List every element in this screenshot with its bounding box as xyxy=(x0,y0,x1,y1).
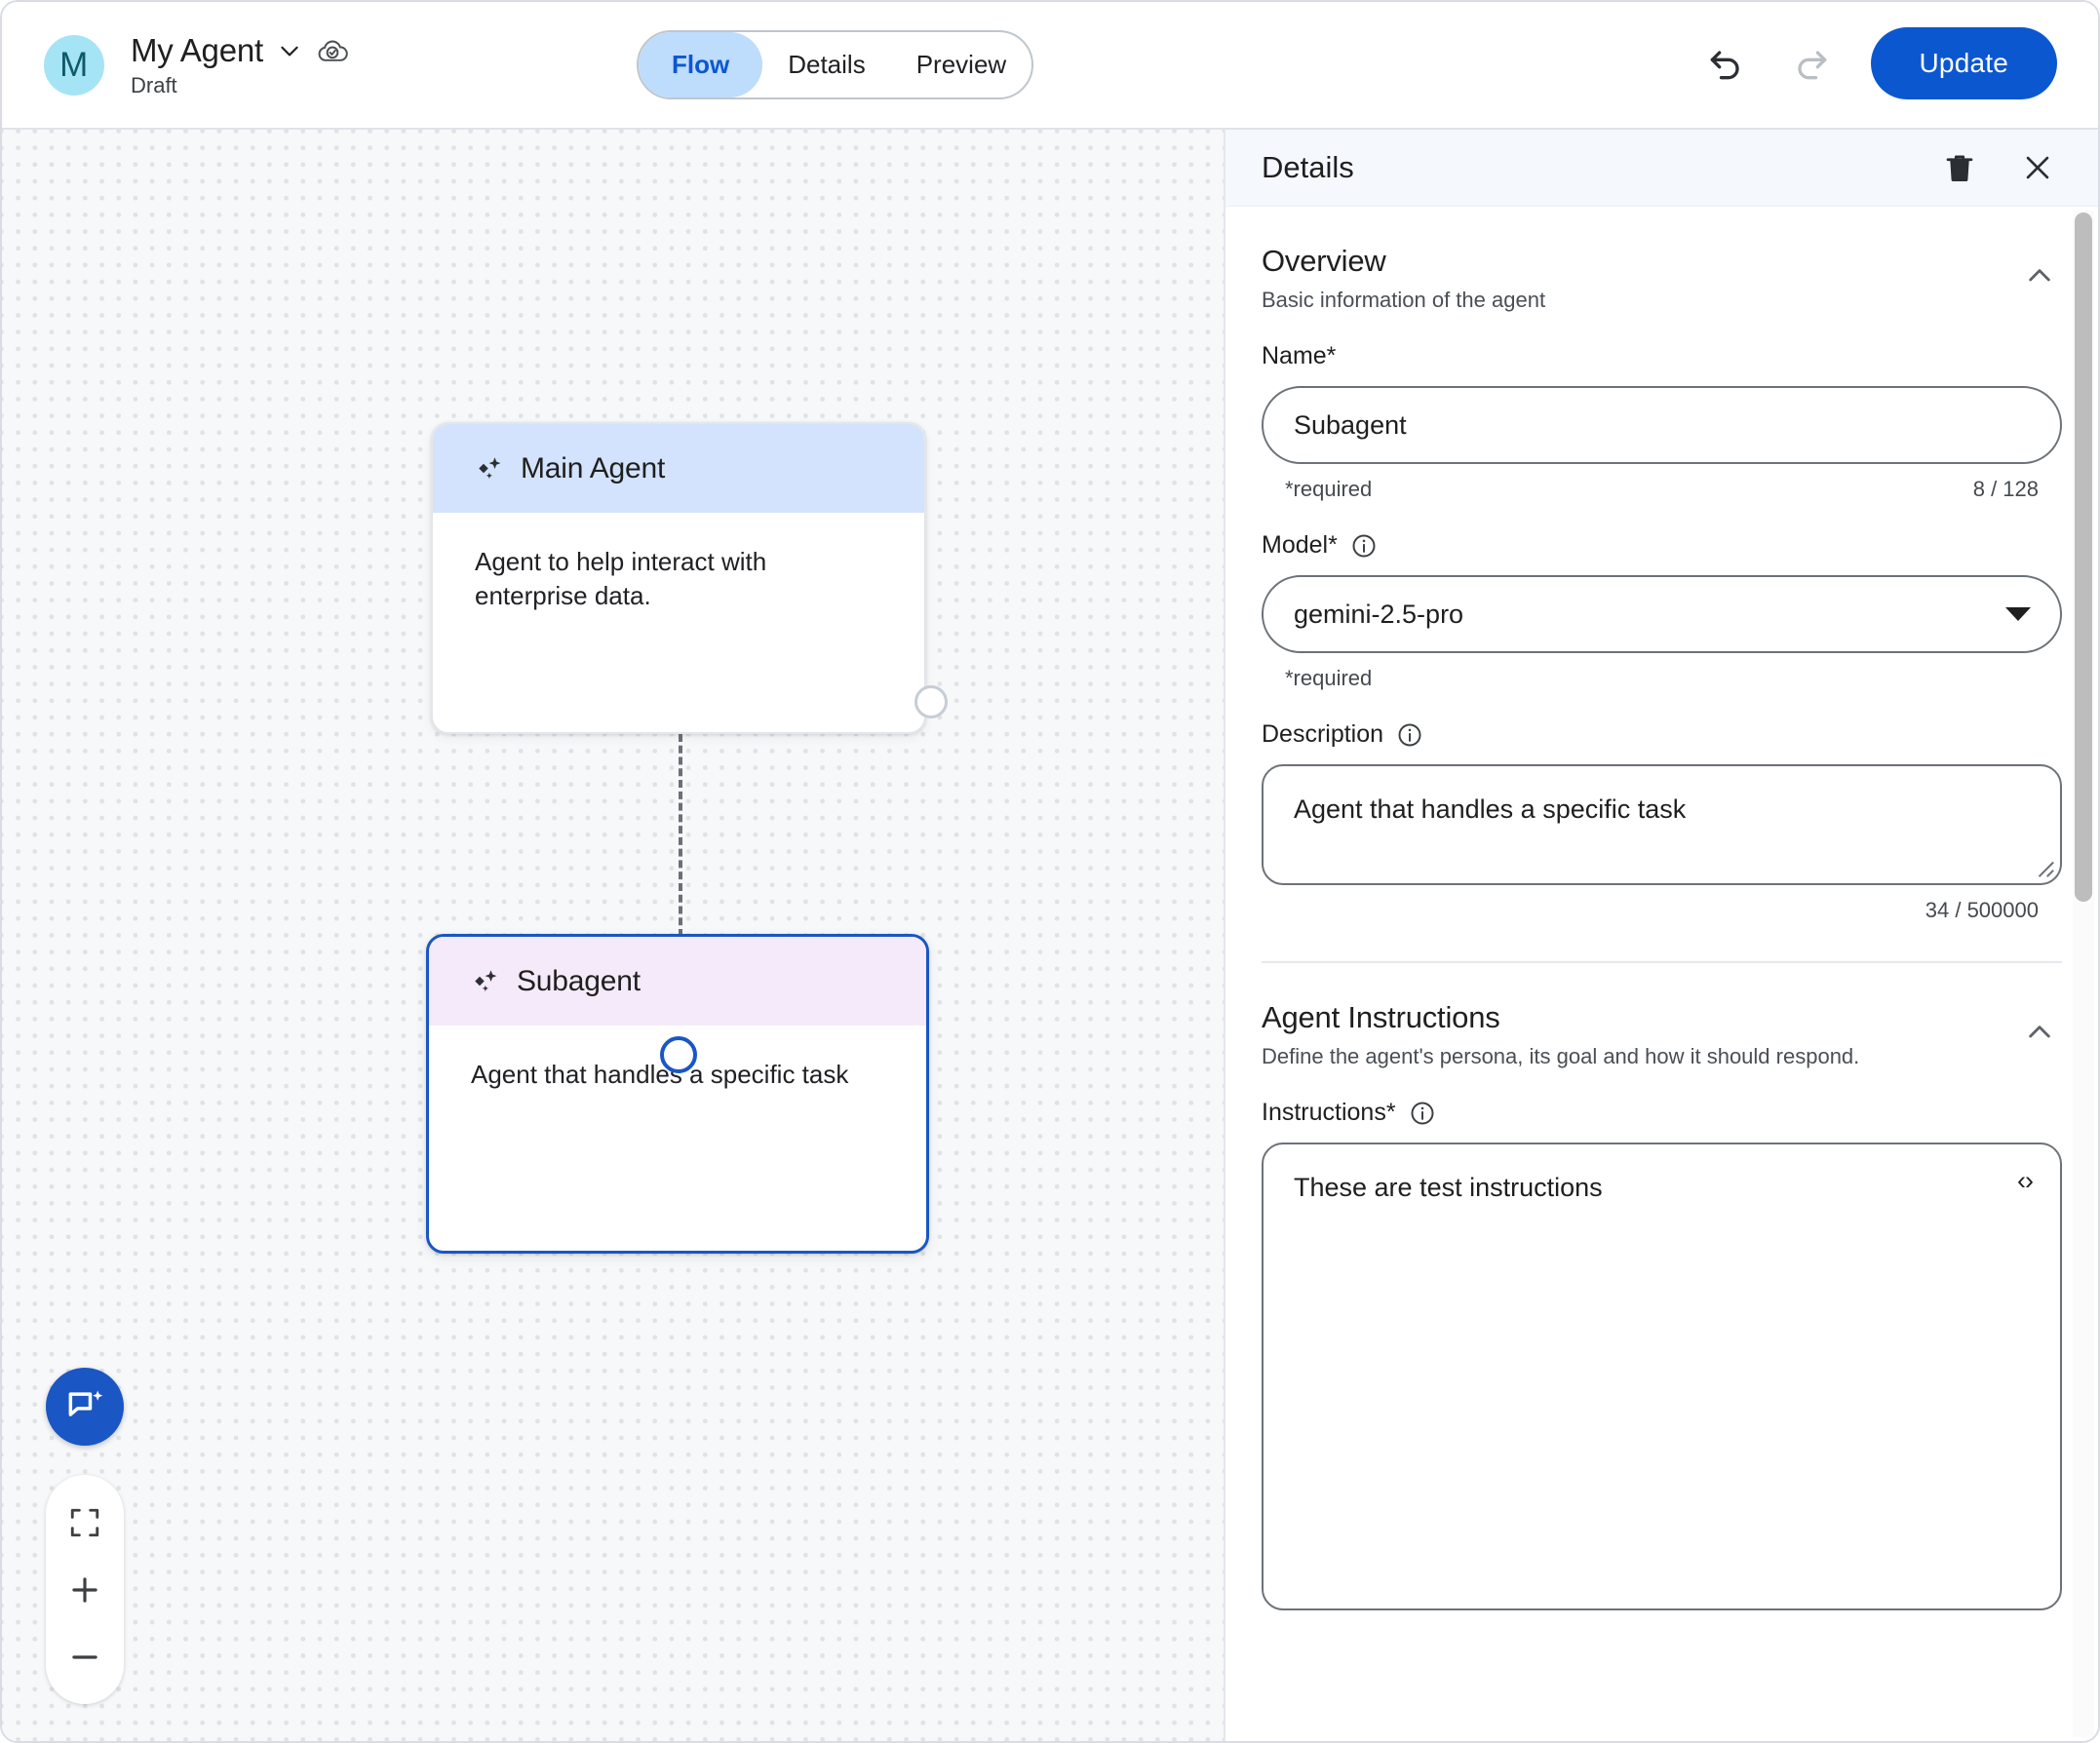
agent-title-block: My Agent Draft xyxy=(131,32,349,98)
zoom-controls xyxy=(46,1475,124,1704)
description-counter: 34 / 500000 xyxy=(1925,898,2039,922)
instructions-textarea-wrap: These are test instructions ‹› xyxy=(1262,1143,2062,1610)
node-title: Main Agent xyxy=(521,451,666,484)
zoom-out-icon[interactable] xyxy=(57,1629,113,1685)
description-textarea[interactable]: Agent that handles a specific task xyxy=(1262,764,2062,885)
view-tabs: Flow Details Preview xyxy=(637,30,1034,99)
node-subagent[interactable]: Subagent Agent that handles a specific t… xyxy=(426,934,929,1254)
chevron-up-icon[interactable] xyxy=(2017,253,2062,298)
name-helper-row: *required 8 / 128 xyxy=(1262,477,2062,502)
node-title: Subagent xyxy=(517,964,641,997)
sparkle-icon xyxy=(471,967,500,996)
resize-handle[interactable] xyxy=(2034,857,2055,878)
node-description: Agent to help interact with enterprise d… xyxy=(475,547,767,610)
section-subtitle: Basic information of the agent xyxy=(1262,288,1546,312)
tab-preview[interactable]: Preview xyxy=(915,50,1007,79)
field-name: Name* *required 8 / 128 xyxy=(1262,342,2062,502)
model-label-text: Model* xyxy=(1262,531,1338,559)
chevron-down-icon[interactable] xyxy=(277,38,302,63)
section-title: Agent Instructions xyxy=(1262,1000,1500,1034)
close-icon[interactable] xyxy=(2012,142,2063,193)
field-model: Model* gemini-2.5-pro *required xyxy=(1262,531,2062,691)
status-badge: Draft xyxy=(131,72,177,97)
details-panel-header: Details xyxy=(1225,130,2098,207)
model-select-wrap: gemini-2.5-pro xyxy=(1262,575,2062,653)
chevron-up-icon[interactable] xyxy=(2017,1010,2062,1055)
zoom-in-icon[interactable] xyxy=(57,1562,113,1618)
code-brackets-icon[interactable]: ‹› xyxy=(2017,1166,2034,1195)
section-agent-instructions-header: Agent Instructions Define the agent's pe… xyxy=(1262,963,2062,1069)
node-main-agent[interactable]: Main Agent Agent to help interact with e… xyxy=(431,422,926,734)
undo-icon[interactable] xyxy=(1703,40,1750,87)
sparkle-icon xyxy=(475,454,504,484)
trash-icon[interactable] xyxy=(1934,142,1985,193)
instructions-textarea[interactable]: These are test instructions xyxy=(1262,1143,2062,1610)
node-body: Agent to help interact with enterprise d… xyxy=(433,513,924,612)
panel-scrollbar[interactable] xyxy=(2073,211,2094,1737)
field-instructions: Instructions* These are test instruction… xyxy=(1262,1099,2062,1610)
name-required-text: *required xyxy=(1285,477,1373,501)
description-label-text: Description xyxy=(1262,720,1384,748)
node-header: Subagent xyxy=(429,937,926,1026)
instructions-label-text: Instructions* xyxy=(1262,1099,1396,1126)
info-icon[interactable] xyxy=(1350,532,1378,560)
update-button[interactable]: Update xyxy=(1870,27,2057,99)
top-actions: Update xyxy=(1703,27,2057,99)
page-title: My Agent xyxy=(131,31,263,68)
details-title: Details xyxy=(1262,150,1354,184)
name-label-text: Name* xyxy=(1262,342,1337,369)
info-icon[interactable] xyxy=(1409,1100,1436,1127)
name-input[interactable] xyxy=(1262,386,2062,464)
node-body: Agent that handles a specific task xyxy=(429,1026,926,1092)
flow-canvas[interactable]: Main Agent Agent to help interact with e… xyxy=(2,130,1224,1741)
section-overview-header: Overview Basic information of the agent xyxy=(1262,207,2062,313)
model-select[interactable]: gemini-2.5-pro xyxy=(1262,575,2062,653)
edge-connector xyxy=(679,734,682,937)
cloud-saved-icon xyxy=(316,34,349,67)
model-required-text: *required xyxy=(1285,666,1373,690)
tab-flow[interactable]: Flow xyxy=(639,32,763,97)
description-label: Description xyxy=(1262,720,2062,749)
fit-to-screen-icon[interactable] xyxy=(57,1494,113,1551)
description-helper-row: 34 / 500000 xyxy=(1262,898,2062,923)
node-header: Main Agent xyxy=(433,424,924,513)
section-title: Overview xyxy=(1262,244,1386,278)
avatar: M xyxy=(44,34,104,96)
top-bar: M My Agent Draft xyxy=(2,2,2098,130)
chat-sparkle-icon[interactable] xyxy=(46,1368,124,1446)
node-output-handle[interactable] xyxy=(914,685,948,718)
panel-scrollbar-thumb[interactable] xyxy=(2075,213,2092,902)
instructions-label: Instructions* xyxy=(1262,1099,2062,1127)
details-panel-body: Overview Basic information of the agent … xyxy=(1225,207,2098,1741)
section-divider xyxy=(1262,961,2062,963)
model-label: Model* xyxy=(1262,531,2062,560)
node-input-handle[interactable] xyxy=(660,1036,697,1073)
model-helper-row: *required xyxy=(1262,666,2062,691)
agent-brand: M My Agent Draft xyxy=(44,32,349,98)
node-description: Agent that handles a specific task xyxy=(471,1060,849,1089)
name-label: Name* xyxy=(1262,342,2062,370)
section-subtitle: Define the agent's persona, its goal and… xyxy=(1262,1044,1860,1068)
redo-icon[interactable] xyxy=(1787,40,1834,87)
description-textarea-wrap: Agent that handles a specific task xyxy=(1262,764,2062,885)
tab-details[interactable]: Details xyxy=(788,50,866,79)
details-panel: Details Overview Basic information of th… xyxy=(1224,130,2098,1741)
info-icon[interactable] xyxy=(1396,721,1423,749)
name-counter: 8 / 128 xyxy=(1972,477,2039,501)
field-description: Description Agent that handles a specifi… xyxy=(1262,720,2062,923)
